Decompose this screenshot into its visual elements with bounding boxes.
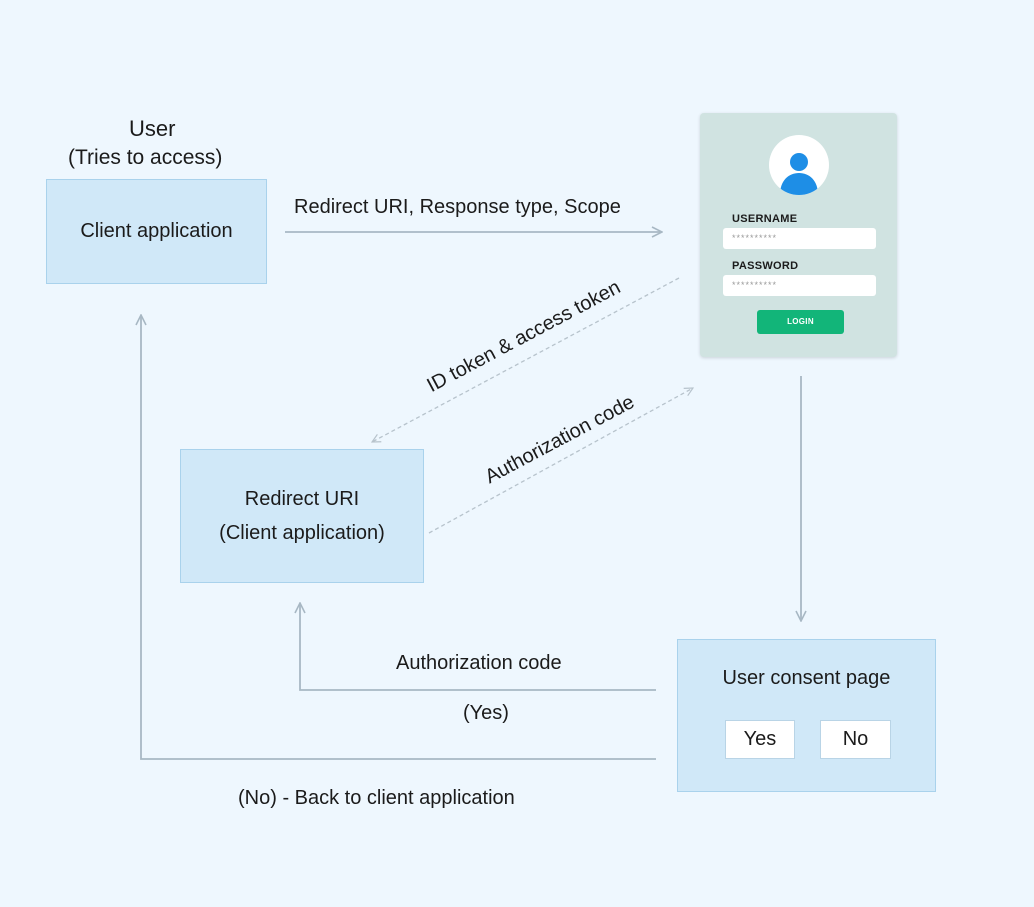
yes-button[interactable]: Yes bbox=[725, 720, 795, 759]
client-application-box: Client application bbox=[46, 179, 267, 284]
user-consent-box: User consent page Yes No bbox=[677, 639, 936, 792]
auth-code-diag-arrow bbox=[428, 388, 693, 534]
no-path-label: (No) - Back to client application bbox=[238, 787, 515, 809]
tokens-arrow bbox=[372, 277, 680, 442]
no-path-arrow bbox=[141, 315, 656, 760]
user-title: User bbox=[129, 116, 176, 141]
username-label: USERNAME bbox=[732, 213, 798, 225]
redirect-uri-line1: Redirect URI bbox=[244, 488, 360, 510]
username-field[interactable]: ********** bbox=[723, 228, 876, 249]
no-button[interactable]: No bbox=[820, 720, 891, 759]
redirect-uri-line2: (Client application) bbox=[219, 522, 385, 544]
yes-path-arrow bbox=[300, 603, 656, 691]
yes-path-label: (Yes) bbox=[463, 702, 509, 724]
user-subtitle: (Tries to access) bbox=[68, 146, 223, 169]
user-consent-title: User consent page bbox=[722, 667, 891, 689]
request-label: Redirect URI, Response type, Scope bbox=[294, 196, 621, 218]
client-application-label: Client application bbox=[80, 220, 233, 242]
login-button[interactable]: LOGIN bbox=[757, 310, 844, 334]
redirect-uri-box: Redirect URI (Client application) bbox=[180, 449, 424, 583]
password-field[interactable]: ********** bbox=[723, 275, 876, 296]
login-card: USERNAME ********** PASSWORD ********** … bbox=[700, 113, 897, 357]
password-label: PASSWORD bbox=[732, 260, 799, 272]
avatar-icon bbox=[769, 135, 829, 195]
auth-code-label: Authorization code bbox=[396, 652, 562, 674]
